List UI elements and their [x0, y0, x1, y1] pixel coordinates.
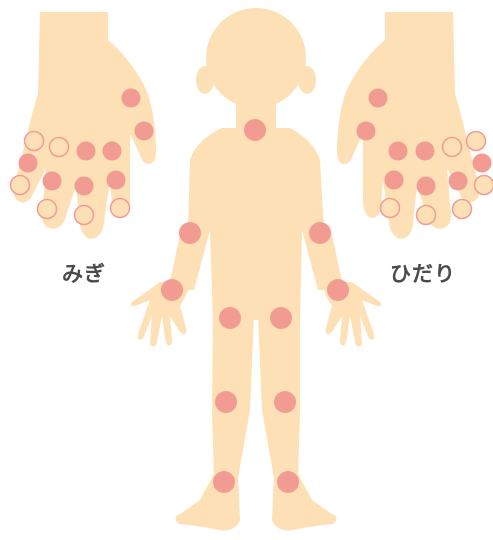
joint-filled	[473, 154, 492, 173]
joint-filled	[416, 142, 435, 161]
joint-filled	[77, 142, 96, 161]
head	[206, 8, 306, 108]
joint-filled	[389, 142, 408, 161]
joint-empty	[11, 176, 30, 195]
joint-left-elbow	[309, 222, 331, 244]
joint-filled	[19, 154, 38, 173]
right-hand	[13, 12, 156, 239]
joint-filled	[135, 122, 154, 141]
joint-left-knee	[274, 391, 296, 413]
joint-empty	[38, 200, 57, 219]
joint-empty	[50, 138, 69, 157]
joint-filled	[75, 177, 94, 196]
joint-filled	[103, 142, 122, 161]
joint-empty	[443, 138, 462, 157]
joint-right-knee	[215, 391, 237, 413]
right-ear	[196, 66, 214, 94]
joint-empty	[417, 206, 436, 225]
joint-right-ankle	[213, 471, 235, 493]
joint-filled	[107, 171, 126, 190]
joint-filled	[357, 122, 376, 141]
joint-filled	[449, 172, 468, 191]
joint-right-hip	[219, 307, 241, 329]
joint-left-wrist	[327, 279, 349, 301]
right-hand-shape	[13, 12, 156, 239]
joint-empty	[25, 132, 44, 151]
joint-right-wrist	[161, 279, 183, 301]
joint-filled	[417, 177, 436, 196]
joint-filled	[122, 89, 141, 108]
joint-neck	[244, 119, 266, 141]
torso	[174, 128, 338, 320]
joint-right-elbow	[179, 222, 201, 244]
left-side-label: ひだり	[390, 262, 456, 286]
joint-empty	[75, 206, 94, 225]
joint-left-hip	[270, 307, 292, 329]
joint-empty	[467, 132, 486, 151]
joint-empty	[453, 200, 472, 219]
joint-empty	[381, 199, 400, 218]
joint-filled	[385, 171, 404, 190]
joint-left-ankle	[277, 471, 299, 493]
left-ear	[298, 66, 316, 94]
body-figure	[131, 8, 382, 530]
joint-filled	[43, 172, 62, 191]
joint-empty	[475, 176, 493, 195]
joint-empty	[111, 199, 130, 218]
right-side-label: みぎ	[62, 262, 106, 286]
joint-filled	[369, 89, 388, 108]
